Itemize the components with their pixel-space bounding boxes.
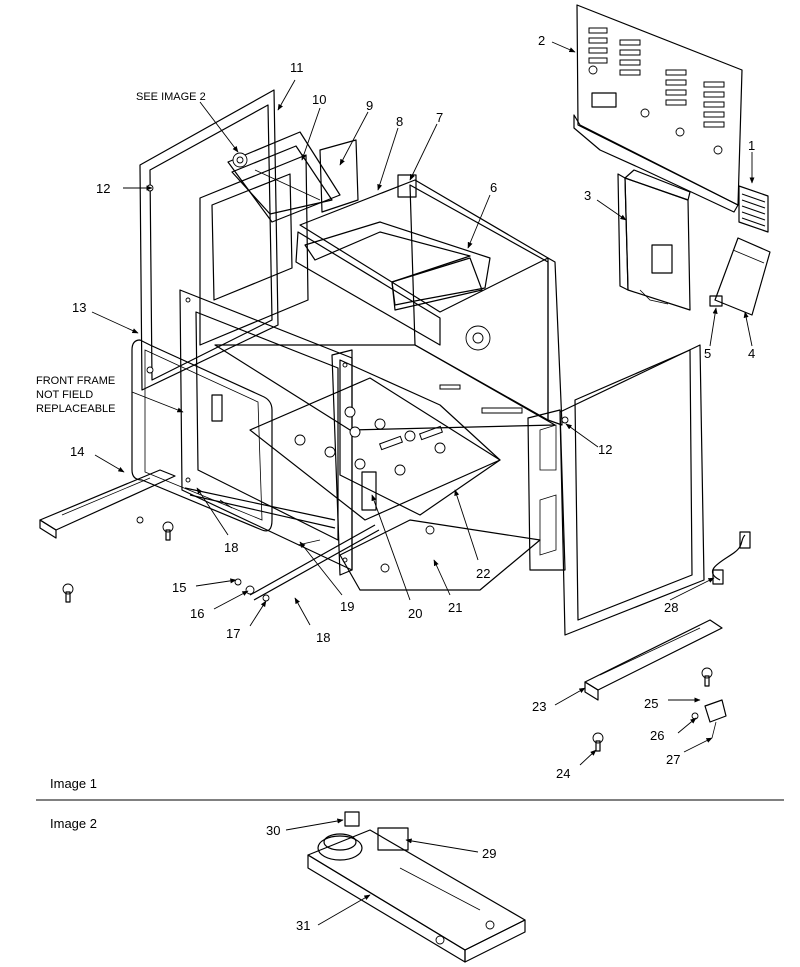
part-oven-cavity: [199, 139, 563, 431]
callout-20: 20: [408, 606, 422, 621]
callout-13: 13: [72, 300, 86, 315]
callout-22: 22: [476, 566, 490, 581]
callout-18-upper: 18: [224, 540, 238, 555]
callout-17: 17: [226, 626, 240, 641]
part-front-frame: [179, 289, 353, 576]
part-baffle-plate: [714, 237, 771, 316]
part-hinge-bracket: [592, 667, 727, 752]
part-fasteners: [234, 578, 270, 602]
part-side-panel: [139, 89, 279, 391]
callout-23: 23: [532, 699, 546, 714]
callout-19: 19: [340, 599, 354, 614]
callout-18-lower: 18: [316, 630, 330, 645]
note-front-frame-2: NOT FIELD: [36, 389, 93, 401]
part-oven-bottom: [249, 359, 541, 591]
callout-4: 4: [748, 346, 755, 361]
part-rods: [184, 487, 380, 601]
callout-12-right: 12: [598, 442, 612, 457]
callout-7: 7: [436, 110, 443, 125]
callout-8: 8: [396, 114, 403, 129]
callout-16: 16: [190, 606, 204, 621]
caption-image-2: Image 2: [50, 816, 97, 831]
part-front-rail: [39, 469, 176, 539]
note-front-frame-1: FRONT FRAME: [36, 375, 115, 387]
part-rear-panel: [573, 4, 743, 213]
caption-image-1: Image 1: [50, 776, 97, 791]
note-front-frame-3: REPLACEABLE: [36, 403, 115, 415]
callout-10: 10: [312, 92, 326, 107]
callout-2: 2: [538, 33, 545, 48]
callout-labels: 1 2 3 4 5 6 7 8 9 10 11 12 12 13 14 15 1…: [70, 33, 755, 933]
callout-9: 9: [366, 98, 373, 113]
part-wire-harness: [711, 531, 751, 585]
callout-12-left: 12: [96, 181, 110, 196]
note-see-image-2: SEE IMAGE 2: [136, 91, 206, 103]
screw-icon: [62, 516, 174, 603]
callout-26: 26: [650, 728, 664, 743]
part-burner-bracket: [227, 131, 341, 223]
callout-29: 29: [482, 846, 496, 861]
callout-24: 24: [556, 766, 570, 781]
callout-28: 28: [664, 600, 678, 615]
part-duct-box: [617, 169, 691, 311]
callout-5: 5: [704, 346, 711, 361]
part-lower-rail: [584, 619, 723, 701]
part-vent-louver: [738, 185, 769, 233]
callout-11: 11: [290, 60, 304, 75]
callout-27: 27: [666, 752, 680, 767]
part-side-door-panel: [527, 344, 705, 636]
callout-3: 3: [584, 188, 591, 203]
part-image2-bracket-assembly: [307, 811, 526, 963]
callout-15: 15: [172, 580, 186, 595]
callout-14: 14: [70, 444, 84, 459]
callout-6: 6: [490, 180, 497, 195]
part-clip: [709, 295, 723, 307]
leader-lines: [91, 41, 755, 926]
callout-21: 21: [448, 600, 462, 615]
callout-25: 25: [644, 696, 658, 711]
callout-31: 31: [296, 918, 310, 933]
callout-30: 30: [266, 823, 280, 838]
callout-1: 1: [748, 138, 755, 153]
part-door-gasket: [131, 339, 273, 532]
